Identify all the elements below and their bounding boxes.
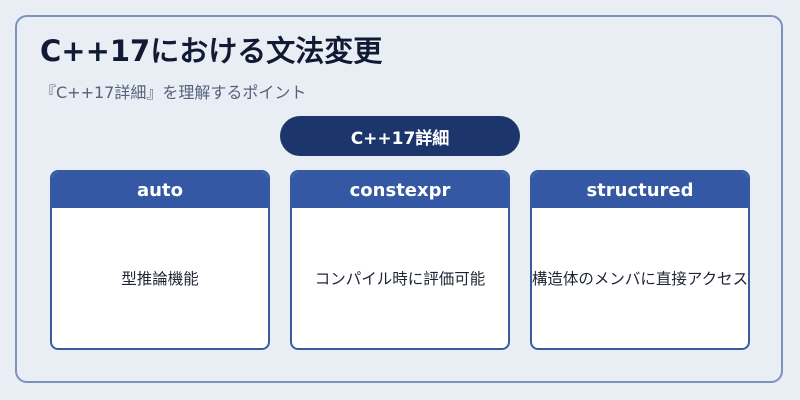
- card-auto: auto 型推論機能: [50, 170, 270, 350]
- root-node: C++17詳細: [280, 116, 520, 156]
- card-constexpr: constexpr コンパイル時に評価可能: [290, 170, 510, 350]
- diagram-subtitle: 『C++17詳細』を理解するポイント: [40, 83, 307, 102]
- card-constexpr-description: コンパイル時に評価可能: [314, 270, 486, 288]
- card-structured: structured 構造体のメンバに直接アクセス: [530, 170, 750, 350]
- card-constexpr-header: constexpr: [292, 172, 508, 208]
- card-constexpr-body: コンパイル時に評価可能: [292, 208, 508, 348]
- card-auto-description: 型推論機能: [121, 270, 199, 288]
- card-structured-body: 構造体のメンバに直接アクセス: [532, 208, 748, 348]
- card-auto-body: 型推論機能: [52, 208, 268, 348]
- root-node-label: C++17詳細: [350, 128, 450, 149]
- card-structured-description: 構造体のメンバに直接アクセス: [531, 270, 749, 288]
- diagram-title: C++17における文法変更: [40, 34, 383, 68]
- card-auto-header: auto: [52, 172, 268, 208]
- card-structured-header: structured: [532, 172, 748, 208]
